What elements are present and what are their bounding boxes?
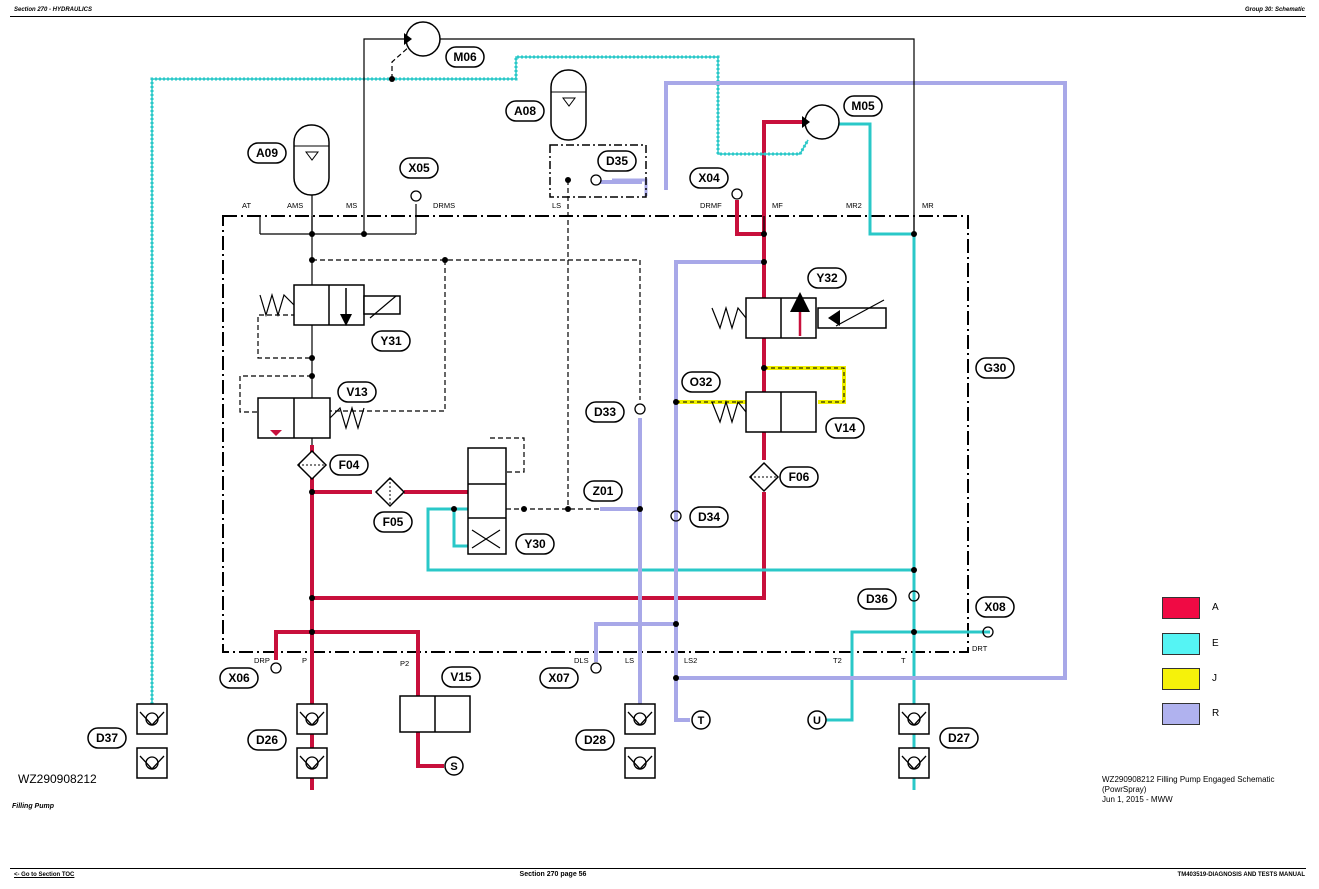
- tag-d33: D33: [594, 405, 616, 419]
- legend-swatch-r: [1162, 703, 1200, 725]
- tag-d37: D37: [96, 731, 118, 745]
- tag-d26: D26: [256, 733, 278, 747]
- port-mr2: MR2: [846, 201, 862, 210]
- port-drmf: DRMF: [700, 201, 722, 210]
- tag-a08: A08: [514, 104, 536, 118]
- figure-note-date: Jun 1, 2015 - MWW: [1102, 795, 1173, 804]
- tag-x06: X06: [228, 671, 250, 685]
- tag-d36: D36: [866, 592, 888, 606]
- figure-caption: Filling Pump: [12, 803, 54, 810]
- legend-label-j: J: [1212, 673, 1217, 684]
- tag-f04: F04: [339, 458, 360, 472]
- group-header: Group 30: Schematic: [1244, 7, 1305, 13]
- port-t2: T2: [833, 656, 842, 665]
- tag-a09: A09: [256, 146, 278, 160]
- tag-x04: X04: [698, 171, 720, 185]
- port-drt: DRT: [972, 644, 988, 653]
- junctions: [309, 76, 917, 681]
- footer-rule: [10, 868, 1306, 869]
- tag-d27: D27: [948, 731, 970, 745]
- port-ls-top: LS: [552, 201, 561, 210]
- tag-f06: F06: [789, 470, 810, 484]
- figure-id: WZ290908212: [18, 772, 97, 786]
- tag-x08: X08: [984, 600, 1006, 614]
- figure-note: WZ290908212 Filling Pump Engaged Schemat…: [1102, 775, 1319, 805]
- circuit-a: [274, 120, 808, 790]
- tag-o32: O32: [690, 375, 713, 389]
- port-ams: AMS: [287, 201, 303, 210]
- tag-d28: D28: [584, 733, 606, 747]
- tag-g30: G30: [984, 361, 1007, 375]
- legend-swatch-a: [1162, 597, 1200, 619]
- port-dls: DLS: [574, 656, 589, 665]
- page-number: Section 270 page 56: [519, 871, 587, 878]
- port-drms: DRMS: [433, 201, 455, 210]
- manual-title: TM403519-DIAGNOSIS AND TESTS MANUAL: [1177, 872, 1305, 878]
- tag-v14: V14: [834, 421, 856, 435]
- port-mr: MR: [922, 201, 934, 210]
- tag-v15: V15: [450, 670, 472, 684]
- figure-note-title: WZ290908212 Filling Pump Engaged Schemat…: [1102, 775, 1275, 794]
- tag-y31: Y31: [380, 334, 402, 348]
- tag-v13: V13: [346, 385, 368, 399]
- terminal-t: T: [698, 715, 705, 727]
- tag-m06: M06: [453, 50, 477, 64]
- section-header: Section 270 - HYDRAULICS: [14, 7, 93, 13]
- legend-label-e: E: [1212, 638, 1219, 649]
- tag-x05: X05: [408, 161, 430, 175]
- port-ms: MS: [346, 201, 357, 210]
- tag-f05: F05: [383, 515, 404, 529]
- header-rule: [10, 16, 1306, 17]
- section-toc-link[interactable]: <- Go to Section TOC: [14, 872, 75, 878]
- port-ls-bottom: LS: [625, 656, 634, 665]
- tag-d35: D35: [606, 154, 628, 168]
- port-t: T: [901, 656, 906, 665]
- terminal-u: U: [813, 715, 821, 727]
- terminal-s: S: [450, 761, 457, 773]
- tag-m05: M05: [851, 99, 875, 113]
- port-mf: MF: [772, 201, 783, 210]
- port-drp: DRP: [254, 656, 270, 665]
- port-at: AT: [242, 201, 251, 210]
- tag-y32: Y32: [816, 271, 838, 285]
- legend-swatch-j: [1162, 668, 1200, 690]
- pilot-lines: [239, 45, 641, 510]
- port-ls2: LS2: [684, 656, 697, 665]
- tag-d34: D34: [698, 510, 720, 524]
- tag-x07: X07: [548, 671, 570, 685]
- tag-z01: Z01: [593, 484, 614, 498]
- port-p2: P2: [400, 659, 409, 668]
- tag-y30: Y30: [524, 537, 546, 551]
- legend-swatch-e: [1162, 633, 1200, 655]
- port-p: P: [302, 656, 307, 665]
- legend-label-a: A: [1212, 602, 1219, 613]
- g30-boundary: [222, 215, 969, 653]
- legend-label-r: R: [1212, 708, 1220, 719]
